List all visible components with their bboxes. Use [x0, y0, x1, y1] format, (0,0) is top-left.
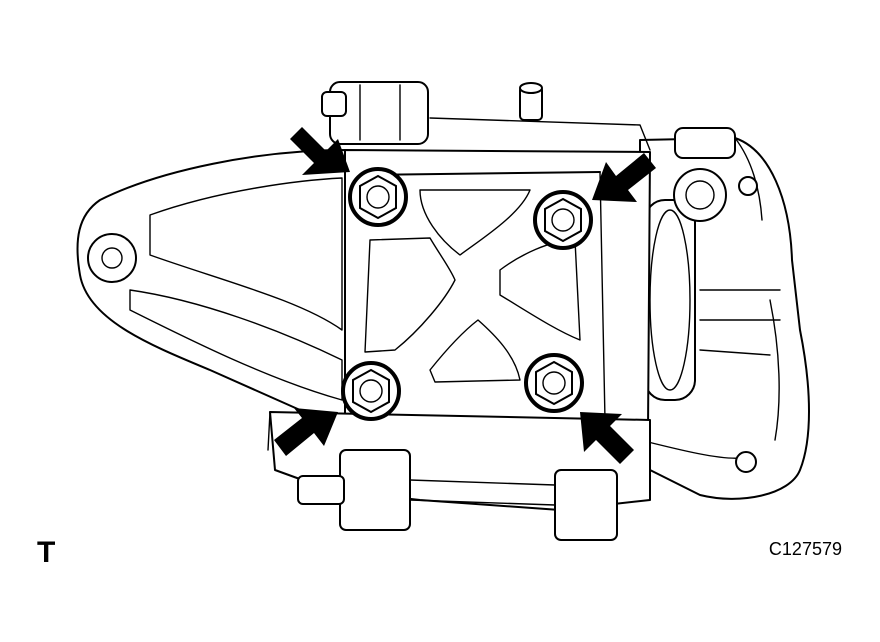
- arrow-icon: [290, 127, 350, 175]
- bolt-top-left: [348, 167, 408, 227]
- arrow-icon: [580, 412, 634, 464]
- figure-id: C127579: [768, 539, 842, 559]
- pump-housing: [639, 127, 810, 500]
- top-bosses: [321, 81, 651, 151]
- bolt-top-right: [533, 190, 593, 250]
- bracket-arm: [76, 149, 346, 421]
- lower-body: [267, 411, 651, 541]
- bolt-bottom-left: [341, 361, 401, 421]
- arrow-icon: [274, 408, 338, 456]
- bolt-bottom-right: [524, 353, 584, 413]
- view-marker: T: [37, 536, 56, 569]
- arrow-icon: [592, 153, 656, 202]
